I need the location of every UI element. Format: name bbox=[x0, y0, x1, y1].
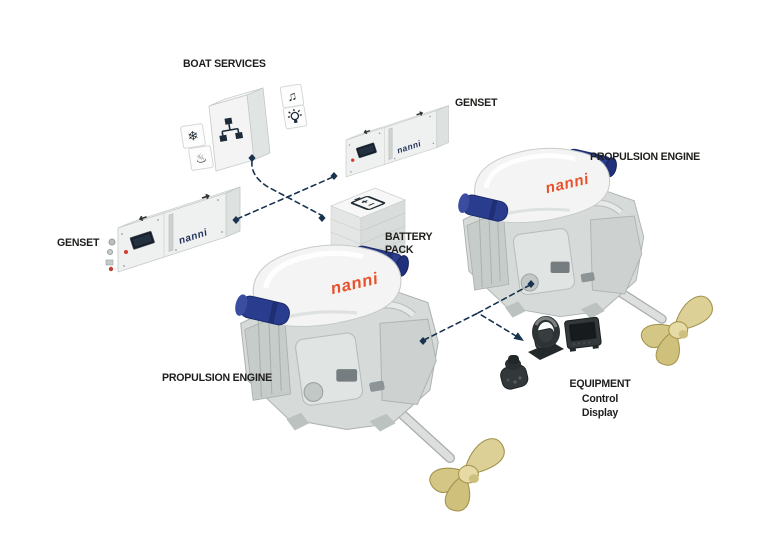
light-bulb-icon bbox=[282, 104, 308, 130]
genset-left bbox=[117, 186, 241, 273]
label-battery-line2: PACK bbox=[385, 244, 414, 256]
label-equipment-control-display: EQUIPMENT Control Display bbox=[554, 377, 646, 421]
network-hub-icon bbox=[219, 117, 244, 142]
label-genset-right: GENSET bbox=[455, 97, 498, 109]
svg-text:❄: ❄ bbox=[186, 128, 199, 145]
connector-endpoints bbox=[232, 154, 535, 345]
galley-stove-icon: ♨ bbox=[188, 145, 214, 171]
propeller-right bbox=[640, 295, 713, 366]
label-equipment-line1: EQUIPMENT bbox=[569, 378, 631, 390]
svg-text:♨: ♨ bbox=[194, 150, 208, 167]
label-boat-services: BOAT SERVICES bbox=[183, 58, 266, 70]
boat-services-box bbox=[208, 87, 271, 172]
propulsion-engine-left bbox=[233, 244, 505, 512]
link-genset-genset bbox=[236, 176, 334, 220]
label-propulsion-left: PROPULSION ENGINE bbox=[162, 372, 272, 384]
genset-right bbox=[345, 104, 450, 178]
arrow-to-control bbox=[513, 332, 524, 341]
label-equipment-line2: Control bbox=[581, 392, 619, 405]
music-note-icon: ♫ bbox=[279, 83, 305, 109]
genset-left-fittings bbox=[105, 238, 116, 272]
svg-text:♫: ♫ bbox=[286, 88, 298, 104]
link-boatservices-battery bbox=[251, 160, 322, 216]
label-propulsion-right: PROPULSION ENGINE bbox=[590, 151, 700, 163]
label-battery-line1: BATTERY bbox=[385, 231, 433, 243]
control-display bbox=[564, 316, 602, 352]
connection-lines bbox=[236, 160, 531, 341]
label-battery-pack: BATTERY PACK bbox=[385, 231, 433, 257]
joystick bbox=[500, 355, 529, 390]
label-equipment-line3: Display bbox=[581, 407, 619, 419]
battery-icon bbox=[350, 196, 386, 210]
propulsion-engine-right bbox=[456, 148, 713, 366]
label-genset-left: GENSET bbox=[57, 237, 100, 249]
link-leftengine-control bbox=[423, 312, 479, 341]
air-conditioning-snowflake-icon: ❄ bbox=[180, 123, 206, 149]
link-rightengine-control bbox=[476, 284, 531, 337]
control-lever bbox=[528, 316, 564, 360]
